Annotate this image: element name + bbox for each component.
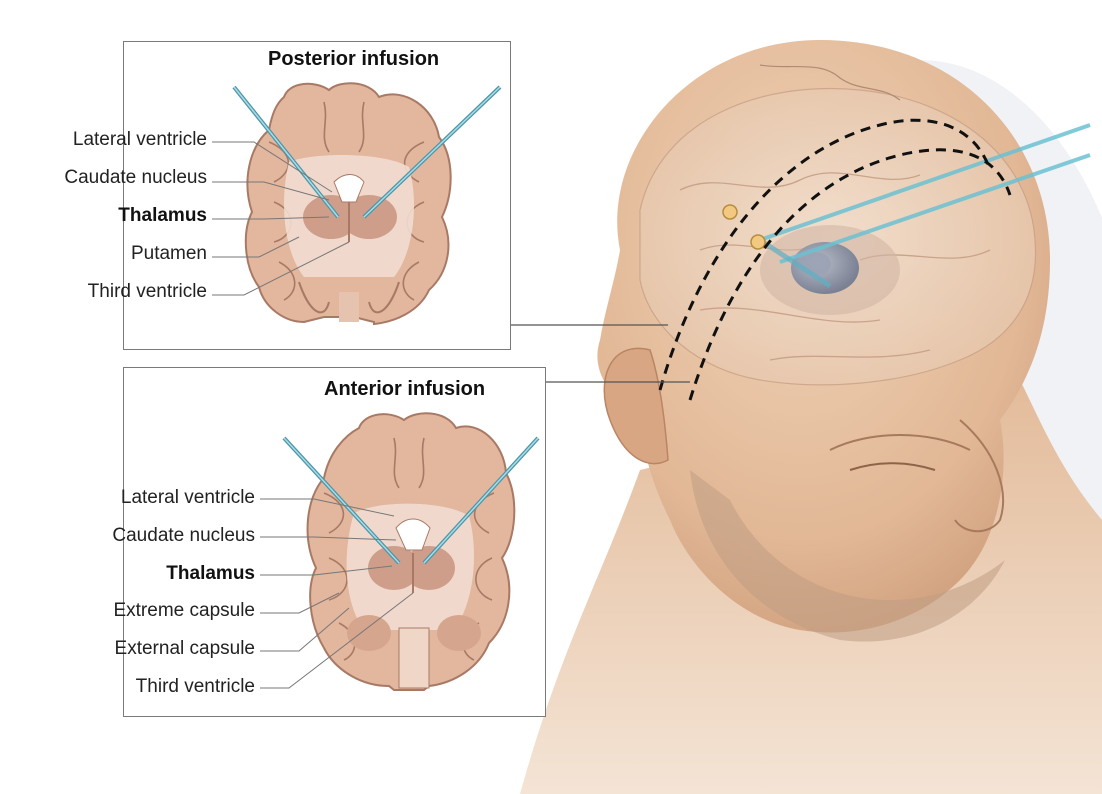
panel-title: Anterior infusion [324, 378, 486, 400]
posterior-infusion-panel: Posterior infusion [123, 41, 511, 350]
leader-line [212, 241, 350, 296]
leader-line [260, 498, 395, 517]
leader-line [260, 565, 393, 576]
leader-line [212, 216, 330, 220]
leader-line [260, 607, 350, 652]
burr-hole-icon [722, 204, 738, 220]
label-thalamus: Thalamus [118, 205, 207, 226]
label-lateral-ventricle: Lateral ventricle [72, 129, 207, 150]
leader-line [212, 181, 330, 201]
leader-line [260, 592, 340, 614]
label-third-ventricle: Third ventricle [135, 676, 255, 697]
leader-line [260, 592, 414, 689]
ventricle [395, 518, 431, 551]
label-third-ventricle: Third ventricle [87, 281, 207, 302]
leader-line [260, 536, 397, 541]
panel-title: Posterior infusion [268, 48, 440, 70]
eyebrow [829, 434, 971, 451]
label-thalamus: Thalamus [166, 563, 255, 584]
leader-line [212, 141, 333, 193]
label-caudate-nucleus: Caudate nucleus [112, 525, 255, 546]
burr-hole-icon [750, 234, 766, 250]
coronal-section-anterior [260, 412, 540, 691]
label-extreme-capsule: Extreme capsule [113, 600, 255, 621]
catheter-line [779, 153, 1091, 264]
eye [849, 462, 936, 471]
catheter-line [759, 123, 1091, 242]
label-caudate-nucleus: Caudate nucleus [64, 167, 207, 188]
leader-line [212, 236, 300, 258]
label-putamen: Putamen [130, 243, 207, 264]
nose [954, 419, 1005, 533]
label-lateral-ventricle: Lateral ventricle [120, 487, 255, 508]
beard [690, 470, 1005, 642]
anterior-infusion-panel: Anterior infusion [123, 367, 546, 717]
ear [603, 347, 669, 465]
coronal-section-posterior [212, 82, 502, 326]
ventricle [333, 174, 365, 203]
midline-suture [759, 64, 901, 101]
coronal-plane [658, 118, 992, 391]
label-external-capsule: External capsule [114, 638, 255, 659]
